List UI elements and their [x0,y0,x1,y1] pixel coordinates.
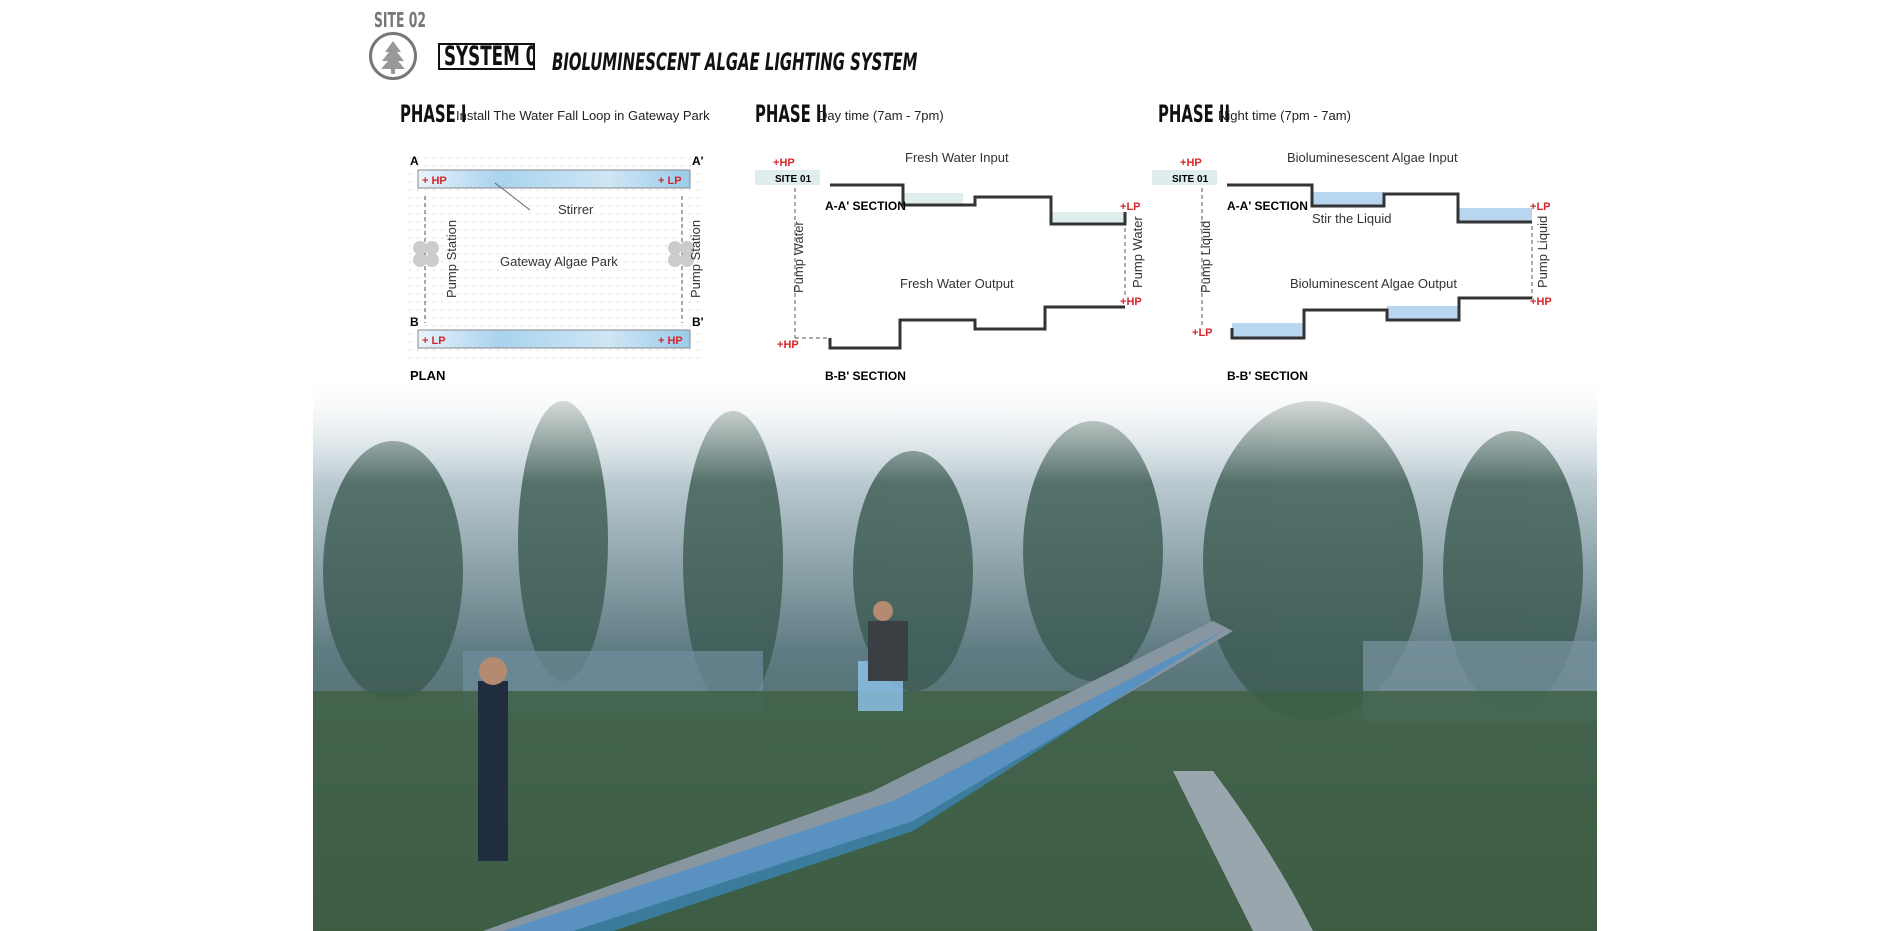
svg-text:+LP: +LP [1530,201,1551,213]
phase2-day-subtitle: Day time (7am - 7pm) [818,108,944,123]
svg-text:SITE 01: SITE 01 [775,174,812,185]
svg-text:+HP: +HP [1120,296,1142,308]
svg-text:+ LP: + LP [658,175,682,187]
svg-text:Pump Liquid: Pump Liquid [1535,216,1550,288]
park-label: Gateway Algae Park [500,254,618,269]
svg-text:+HP: +HP [777,339,799,351]
svg-text:+ LP: + LP [422,335,446,347]
night-rendering-image [313,371,1597,931]
svg-text:+ HP: + HP [658,335,683,347]
svg-text:+HP: +HP [1180,157,1202,169]
phase1-subtitle: Install The Water Fall Loop in Gateway P… [456,108,710,123]
svg-text:Bioluminesescent Algae Input: Bioluminesescent Algae Input [1287,150,1458,165]
site-label: SITE 02 [374,8,427,32]
svg-text:Pump Water: Pump Water [1130,216,1145,288]
section-b-label: B [410,315,419,329]
phase1-heading: PHASE I [400,100,467,128]
stirrer-label: Stirrer [558,202,594,217]
day-section-diagram: SITE 01 +HP Fresh Water Input Fresh Wate… [755,150,1145,383]
svg-text:+LP: +LP [1192,327,1213,339]
svg-text:Pump Water: Pump Water [791,221,806,293]
svg-text:Bioluminescent Algae Output: Bioluminescent Algae Output [1290,276,1457,291]
bb-section-caption: B-B' SECTION [825,369,906,383]
svg-text:Fresh Water Output: Fresh Water Output [900,276,1014,291]
svg-text:SITE 01: SITE 01 [1172,174,1209,185]
night-section-diagram: SITE 01 +HP Bioluminesescent Algae Input… [1152,150,1552,383]
plan-diagram: A A' B B' + HP + LP + LP + HP Stirrer Ga… [405,153,705,383]
page-title: BIOLUMINESCENT ALGAE LIGHTING SYSTEM [552,48,918,76]
svg-text:+ HP: + HP [422,175,447,187]
phase2-night-heading: PHASE II [1158,100,1231,128]
bb-section-caption: B-B' SECTION [1227,369,1308,383]
svg-text:+LP: +LP [1120,201,1141,213]
svg-text:+HP: +HP [1530,296,1552,308]
section-a-label: A [410,154,419,168]
pump-station-label: Pump Station [444,220,459,298]
pine-tree-icon [369,32,417,80]
phase2-day-heading: PHASE II [755,100,828,128]
section-a2-label: A' [692,154,704,168]
plan-caption: PLAN [410,368,445,383]
section-b2-label: B' [692,315,704,329]
svg-text:A-A' SECTION: A-A' SECTION [825,199,906,213]
svg-text:Stir the Liquid: Stir the Liquid [1312,211,1392,226]
svg-text:+HP: +HP [773,157,795,169]
svg-text:Pump Liquid: Pump Liquid [1198,221,1213,293]
svg-text:A-A' SECTION: A-A' SECTION [1227,199,1308,213]
system-number-badge: SYSTEM 04 [438,43,535,70]
svg-text:Fresh Water Input: Fresh Water Input [905,150,1009,165]
pump-station-label: Pump Station [688,220,703,298]
phase2-night-subtitle: Night time (7pm - 7am) [1218,108,1351,123]
